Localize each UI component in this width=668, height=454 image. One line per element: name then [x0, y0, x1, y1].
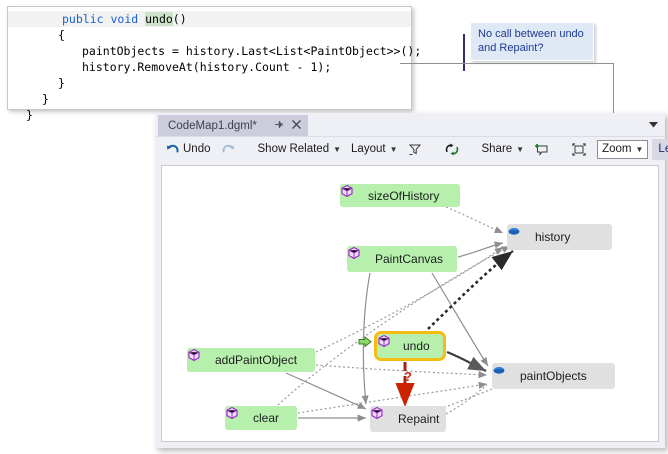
code-token: }: [26, 108, 33, 122]
green-arrow-marker-icon: [358, 335, 372, 349]
code-token: history.RemoveAt(history.Count - 1);: [82, 60, 332, 74]
zoom-selector[interactable]: Zoom ▼: [597, 139, 649, 159]
node-label: history: [535, 230, 571, 244]
refresh-icon: [444, 141, 460, 157]
redo-button[interactable]: [216, 139, 245, 160]
field-icon: [493, 366, 515, 384]
method-icon: [341, 184, 363, 203]
code-token: }: [58, 76, 65, 90]
node-PaintCanvas[interactable]: PaintCanvas: [347, 246, 457, 272]
code-lines[interactable]: public void undo(){paintObjects = histor…: [8, 11, 421, 123]
field-icon: [508, 227, 530, 245]
code-line-1: {: [8, 27, 411, 43]
code-token: {: [58, 28, 65, 42]
node-label: clear: [253, 411, 280, 425]
codemap-toolbar: Undo Show Related ▼ Layout ▼: [155, 136, 668, 161]
code-line-3: history.RemoveAt(history.Count - 1);: [8, 59, 411, 75]
code-line-0: public void undo(): [8, 11, 411, 27]
undo-button[interactable]: Undo: [159, 139, 216, 160]
share-label: Share: [481, 143, 513, 155]
fit-to-screen-icon: [571, 141, 587, 157]
node-history[interactable]: history: [507, 224, 612, 250]
show-related-button[interactable]: Show Related ▼: [253, 139, 347, 160]
node-label: Repaint: [398, 412, 440, 426]
refresh-button[interactable]: [439, 139, 468, 160]
codemap-edges: [277, 206, 514, 427]
share-button[interactable]: Share ▼: [476, 139, 529, 160]
code-token: }: [42, 92, 49, 106]
method-icon: [188, 348, 210, 368]
codemap-window: CodeMap1.dgml*: [155, 113, 668, 448]
chevron-down-icon[interactable]: [645, 117, 661, 133]
document-tabstrip: CodeMap1.dgml*: [155, 113, 665, 136]
add-comment-button[interactable]: [529, 139, 558, 160]
code-editor-panel[interactable]: public void undo(){paintObjects = histor…: [7, 6, 421, 122]
code-token: void: [110, 12, 146, 26]
node-Repaint[interactable]: Repaint: [370, 406, 446, 432]
code-token: (): [172, 12, 187, 26]
code-line-5: }: [8, 91, 411, 107]
code-token: undo: [145, 12, 173, 26]
show-related-label: Show Related: [257, 143, 330, 155]
chevron-down-icon: ▼: [333, 144, 342, 154]
legend-button[interactable]: Legend: [652, 138, 668, 160]
node-sizeOfHistory[interactable]: sizeOfHistory: [340, 184, 460, 207]
layout-button[interactable]: Layout ▼: [346, 139, 402, 160]
fit-to-screen-button[interactable]: [566, 139, 595, 160]
method-icon: [348, 246, 370, 267]
document-tab-label: CodeMap1.dgml*: [168, 119, 257, 132]
chevron-down-icon: ▼: [389, 144, 398, 154]
document-tab-codemap1[interactable]: CodeMap1.dgml*: [158, 115, 308, 136]
pin-icon[interactable]: [273, 119, 284, 133]
code-line-4: }: [8, 75, 411, 91]
chevron-down-icon: ▼: [635, 144, 644, 154]
code-line-2: paintObjects = history.Last<List<PaintOb…: [8, 43, 421, 59]
undo-icon: [164, 141, 180, 157]
method-icon: [371, 406, 393, 427]
missing-call-question-mark: ?: [404, 369, 412, 384]
node-label: undo: [403, 339, 430, 353]
legend-label: Legend: [658, 143, 668, 155]
filter-views-icon: [407, 141, 423, 157]
node-undo[interactable]: undo: [374, 331, 446, 361]
redo-icon: [221, 141, 237, 157]
method-icon: [378, 334, 398, 354]
node-label: paintObjects: [520, 369, 587, 383]
node-addPaintObject[interactable]: addPaintObject: [187, 348, 315, 372]
zoom-label: Zoom: [602, 143, 632, 155]
code-token: public: [62, 12, 111, 26]
layout-label: Layout: [351, 143, 386, 155]
code-line-6: }: [8, 107, 411, 123]
node-clear[interactable]: clear: [225, 406, 297, 430]
add-comment-icon: [534, 141, 550, 157]
method-icon: [226, 406, 248, 426]
annotation-note[interactable]: No call between undo and Repaint?: [470, 22, 594, 61]
note-leader-line: [463, 34, 473, 71]
codemap-canvas[interactable]: sizeOfHistory history PaintCanvas: [161, 165, 659, 442]
node-label: sizeOfHistory: [368, 188, 440, 203]
filter-views-button[interactable]: [402, 139, 431, 160]
node-paintObjects[interactable]: paintObjects: [492, 363, 615, 389]
chevron-down-icon: ▼: [516, 144, 525, 154]
node-label: addPaintObject: [215, 353, 298, 367]
code-token: paintObjects = history.Last<List<PaintOb…: [82, 44, 422, 58]
close-icon[interactable]: [291, 119, 302, 132]
node-label: PaintCanvas: [375, 252, 444, 266]
undo-label: Undo: [183, 143, 211, 155]
